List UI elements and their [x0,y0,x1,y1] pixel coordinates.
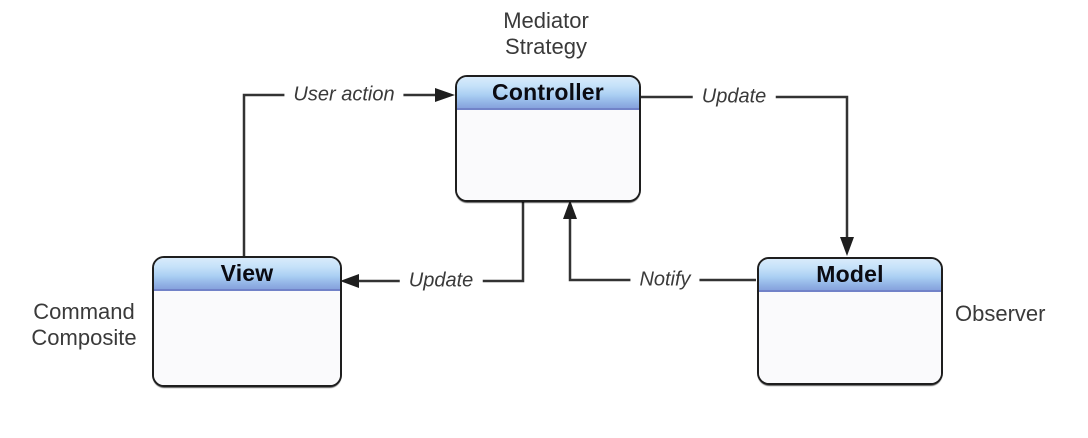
controller-box: Controller [455,75,641,202]
update-view-line [358,197,525,283]
update-view-label: Update [399,269,483,293]
user-action-label: User action [284,83,404,107]
notify-label: Notify [630,268,700,292]
update-model-line [639,95,849,238]
user-action-line [242,93,436,256]
controller-box-header: Controller [457,77,639,110]
view-box-header: View [154,258,340,291]
model-box: Model [757,257,943,385]
command-composite-label: Command Composite [31,299,137,350]
mediator-strategy-label: Mediator Strategy [503,8,589,59]
controller-box-title: Controller [492,79,604,105]
user-action-arrowhead [435,88,455,102]
observer-label: Observer [955,301,1046,326]
view-box-body [154,291,340,385]
notify-arrowhead [563,200,577,219]
view-box: View [152,256,342,387]
view-box-title: View [220,260,274,286]
update-model-label: Update [692,85,776,109]
model-box-body [759,292,941,383]
model-box-header: Model [759,259,941,292]
update-view-arrowhead [340,274,359,288]
model-box-title: Model [816,261,884,287]
update-model-arrowhead [840,237,854,256]
controller-box-body [457,110,639,200]
